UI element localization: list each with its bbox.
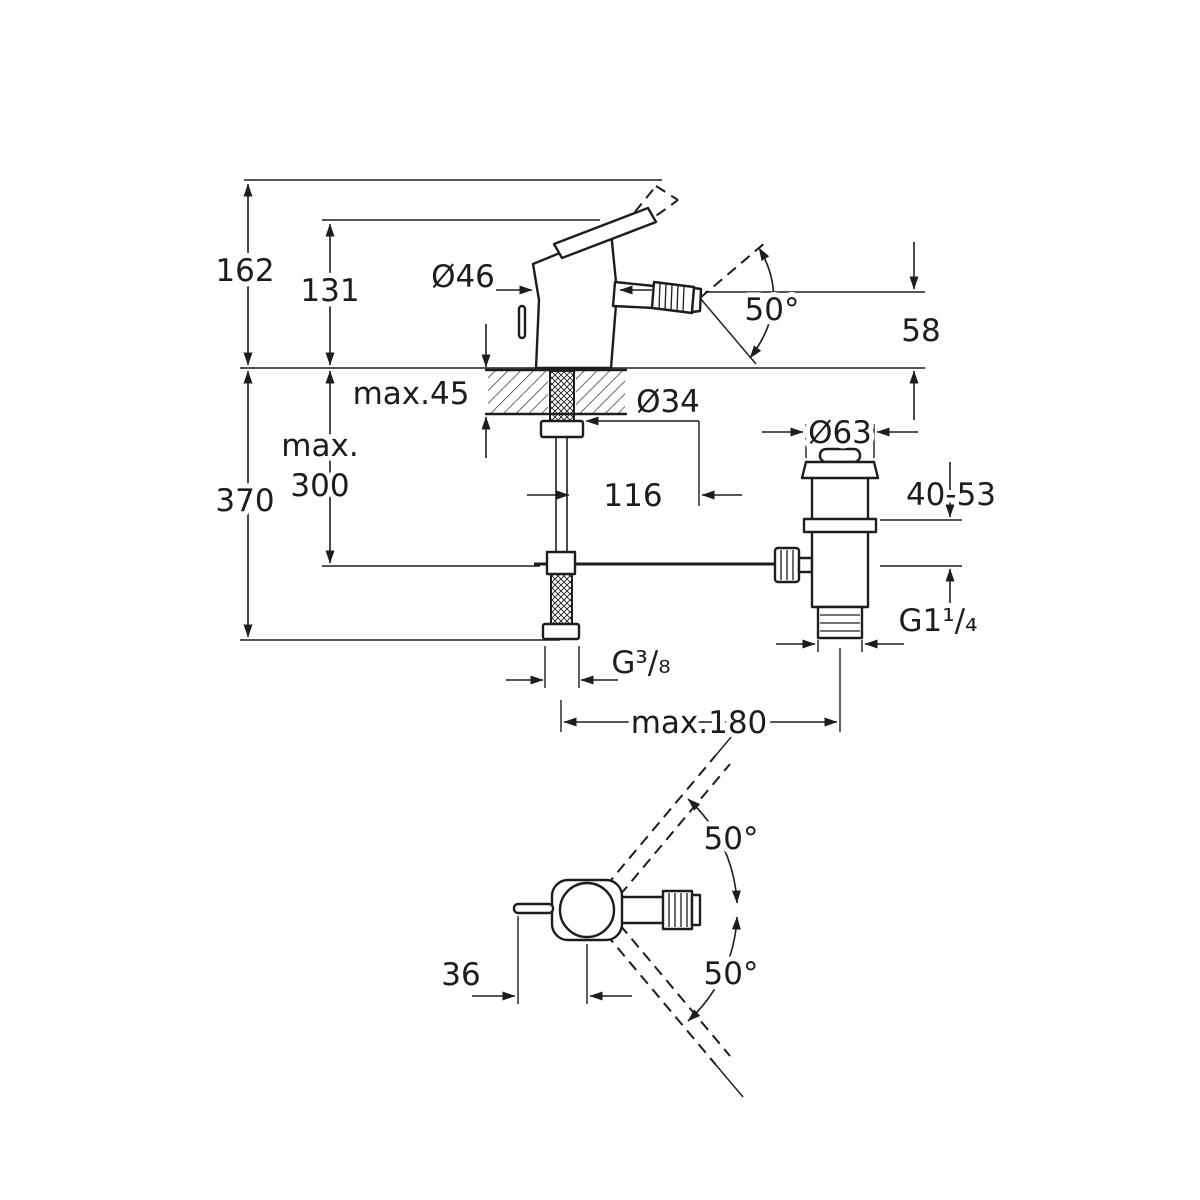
spout-aerator xyxy=(650,280,696,315)
plan-swivel-upper-dashed-2 xyxy=(619,763,731,896)
dim-label-body-diameter: Ø46 xyxy=(431,259,495,295)
dim-label-supply-thread: G³/₈ xyxy=(611,645,670,681)
dim-label-install-depth: 370 xyxy=(215,483,274,519)
dimension-lines xyxy=(243,183,955,1022)
dim-label-shank-diameter: Ø34 xyxy=(636,384,700,420)
dim-label-spout-height: 58 xyxy=(901,313,940,349)
bidet-mixer-plan-view xyxy=(512,878,702,942)
plan-aerator xyxy=(661,889,694,931)
dim-label-deck-thickness: max.45 xyxy=(353,376,470,412)
mounting-nut xyxy=(539,419,585,439)
plan-cartridge-circle xyxy=(558,881,616,939)
angle-arc-plan-upper xyxy=(687,798,741,904)
dim-label-total-height: 162 xyxy=(215,253,274,289)
dim-label-plan-pin-offset: 36 xyxy=(441,957,480,993)
spout-neck xyxy=(611,280,656,310)
tailpiece-thread-lines xyxy=(820,614,860,632)
dim-label-spout-swivel-angle: 50° xyxy=(745,292,800,328)
plan-swivel-upper-dashed-1 xyxy=(605,754,717,887)
bidet-mixer-side-view xyxy=(484,206,703,641)
waste-body xyxy=(810,475,870,609)
dim-label-plan-angle-lower: 50° xyxy=(704,956,759,992)
hose-union-nut xyxy=(541,622,581,641)
plan-swivel-lower-dashed-1 xyxy=(605,933,717,1066)
plan-swivel-lower-dashed-2 xyxy=(619,924,731,1057)
plan-swivel-lower-extension xyxy=(715,1064,744,1098)
dim-label-body-height: 131 xyxy=(300,273,359,309)
waste-seal-band xyxy=(802,517,878,534)
flexible-supply-hose xyxy=(550,573,573,625)
aerator-knurling xyxy=(658,282,685,313)
dim-label-hose-length-line1: max. xyxy=(281,428,358,464)
popup-waste-assembly xyxy=(575,447,880,640)
plan-aerator-knurling xyxy=(668,893,688,927)
dim-label-hose-length-line2: 300 xyxy=(290,468,349,504)
dimension-labels: 162 131 Ø46 50° 58 max.45 Ø34 max. 300 3… xyxy=(210,248,1001,998)
threaded-shank xyxy=(549,370,575,422)
dim-label-spout-projection: 116 xyxy=(603,478,662,514)
angle-arc-spout xyxy=(749,247,775,359)
spout-swivel-dashed-leg xyxy=(699,241,767,299)
dim-label-waste-thread: G1¹/₄ xyxy=(898,603,977,639)
aerator-end-cap xyxy=(690,286,703,314)
faucet-lever-handle xyxy=(552,206,658,260)
raised-lever-dashed-tip xyxy=(655,185,679,201)
extension-lines xyxy=(240,179,962,1004)
popup-rod-clamp xyxy=(545,550,577,576)
dim-label-max-span: max.180 xyxy=(631,705,768,741)
knob-knurling xyxy=(780,550,794,580)
spout-angle-leg-lower xyxy=(699,297,757,365)
raised-lever-dashed-line xyxy=(611,185,657,241)
popup-pull-pin xyxy=(517,304,527,340)
plan-aerator-cap xyxy=(690,893,702,927)
countertop-hatch-right xyxy=(576,371,625,413)
dim-label-plan-angle-upper: 50° xyxy=(704,821,759,857)
waste-flange xyxy=(800,460,880,480)
plan-pull-pin xyxy=(512,902,555,915)
plan-swivel-upper-extension xyxy=(715,722,744,756)
dim-label-waste-deck-range: 40-53 xyxy=(906,477,996,513)
rod-boss xyxy=(797,556,814,574)
dim-label-waste-flange-diameter: Ø63 xyxy=(808,415,872,451)
angle-arc-plan-lower xyxy=(687,916,741,1022)
countertop-hatch-left xyxy=(488,371,548,413)
